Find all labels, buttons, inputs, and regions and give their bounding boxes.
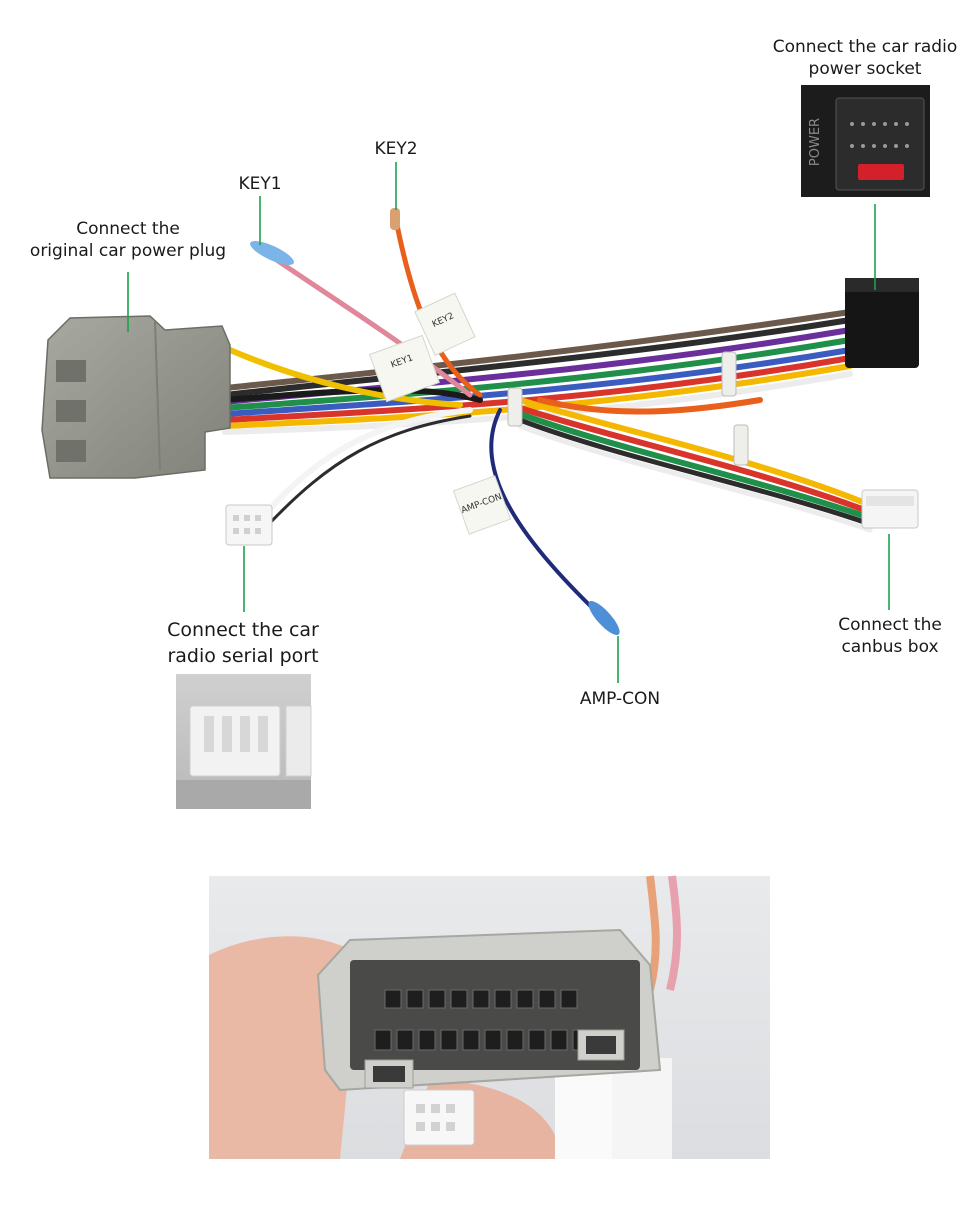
serial-port-inset [176,674,312,809]
callout-lines [127,162,890,683]
canbus-box-label: Connect the canbus box [838,615,942,657]
original-car-plug [41,315,231,479]
key2-label: KEY2 [374,139,418,159]
wire-tag-key1: KEY1 [368,334,440,403]
canbus-connector [861,489,919,529]
key1-wire-end [250,241,294,265]
amp-con-label: AMP-CON [579,689,661,709]
cable-ties [507,351,749,466]
serial-port-label: Connect the car radio serial port [167,619,319,667]
serial-connector [225,504,273,546]
socket-power-text: POWER [808,118,823,166]
plug-face-photo [209,875,770,1159]
radio-side-connector [845,278,919,368]
wire-tag-key2: KEY2 [414,292,476,356]
key1-label: KEY1 [238,174,282,194]
original-plug-label: Connect the original car power plug [29,219,227,261]
wire-tag-amp: AMP-CON [452,475,512,535]
key2-wire-end [390,208,400,230]
wire-bundle [222,217,873,627]
amp-wire-end [588,600,620,636]
power-socket-label: Connect the car radio power socket [772,37,958,79]
power-socket-inset: POWER [801,85,930,197]
